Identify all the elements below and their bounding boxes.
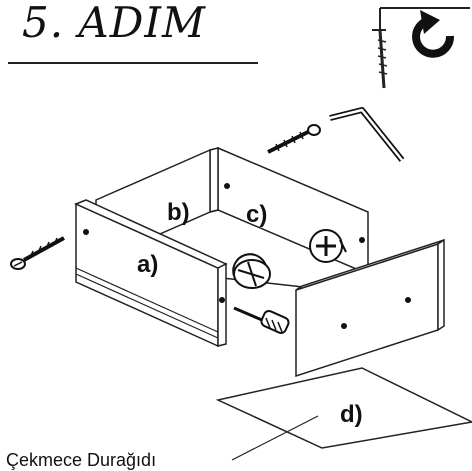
screw-icon [10,236,65,270]
screw-icon [267,124,321,154]
dowel-icon [233,306,290,334]
cam-lock-icon [232,253,271,289]
step-title: 5. ADIM [22,0,207,47]
allen-key-icon [329,107,405,162]
label-b: b) [167,199,190,226]
rotate-clockwise-icon [372,7,470,89]
part-d-caption: Çekmece Durağıdı [6,450,157,470]
front-panel [295,238,445,378]
title-underline [8,62,258,64]
panel-c [209,146,369,276]
panel-a [74,199,228,348]
label-a: a) [137,251,158,278]
caption-pointer [231,415,319,461]
label-d: d) [340,401,363,428]
label-c: c) [246,201,267,228]
cam-lock-icon [309,229,347,263]
